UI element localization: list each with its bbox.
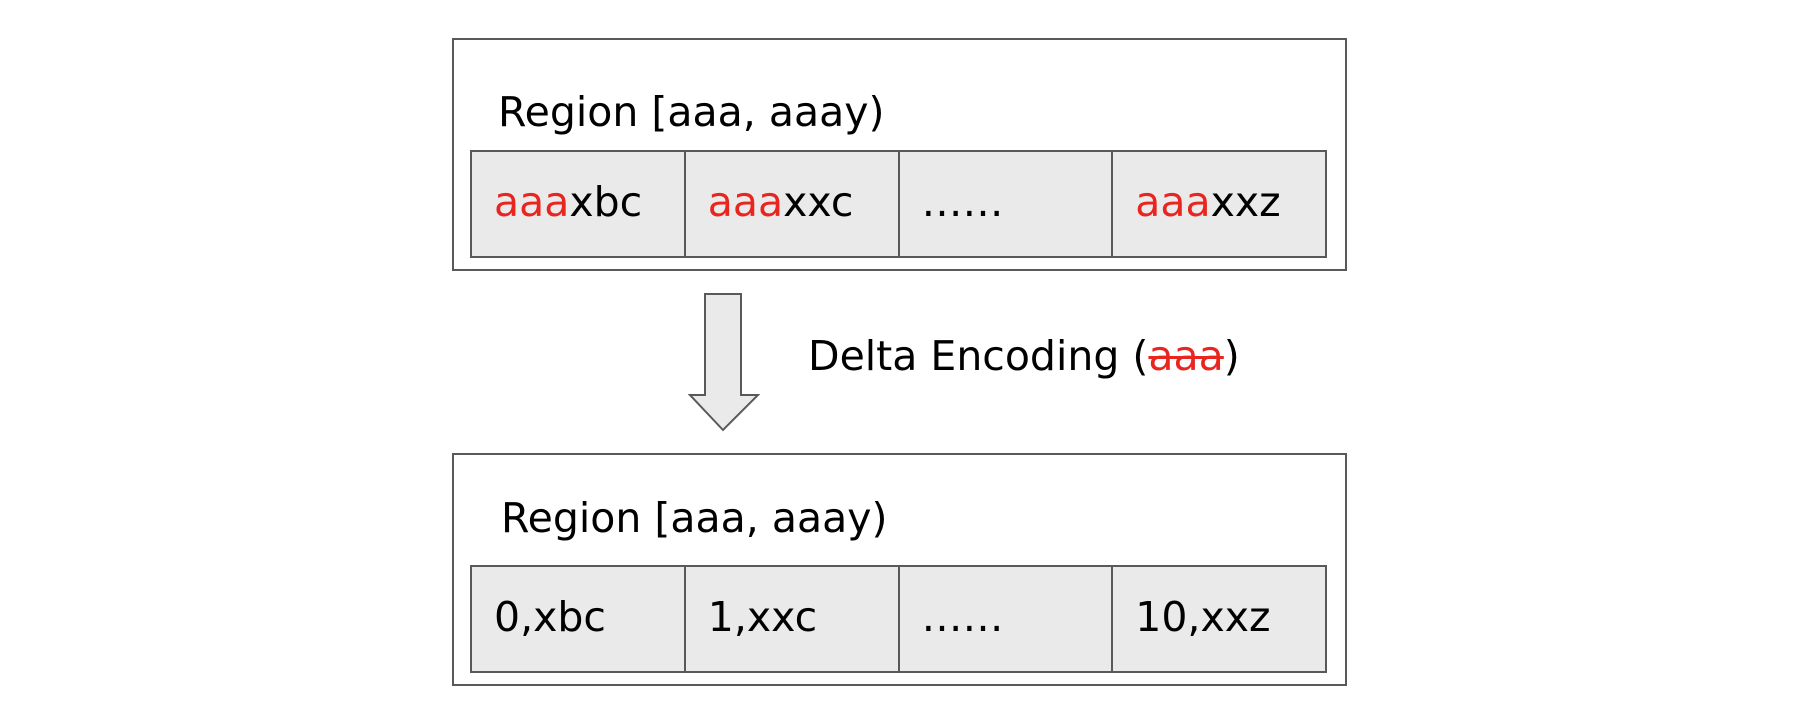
top-cell-2-prefix: aaa — [707, 178, 784, 226]
bottom-cell-3: …… — [900, 567, 1114, 671]
bottom-cell-2: 1,xxc — [686, 567, 900, 671]
top-cell-3-suffix: …… — [921, 178, 1004, 226]
bottom-cell-4: 10,xxz — [1113, 567, 1325, 671]
delta-label-after: ) — [1223, 332, 1240, 380]
top-cell-1: aaaxbc — [472, 152, 686, 256]
bottom-cell-3-text: …… — [921, 593, 1004, 641]
delta-encoding-label: Delta Encoding (aaa) — [808, 336, 1240, 377]
bottom-region-box: Region [aaa, aaay) 0,xbc 1,xxc …… 10,xxz — [452, 453, 1347, 686]
top-cell-2-suffix: xxc — [783, 178, 854, 226]
bottom-cell-2-text: 1,xxc — [707, 593, 818, 641]
bottom-key-cells: 0,xbc 1,xxc …… 10,xxz — [470, 565, 1327, 673]
bottom-cell-4-text: 10,xxz — [1135, 593, 1271, 641]
top-region-box: Region [aaa, aaay) aaaxbc aaaxxc …… aaax… — [452, 38, 1347, 271]
top-cell-1-prefix: aaa — [494, 178, 570, 226]
bottom-cell-1: 0,xbc — [472, 567, 686, 671]
delta-label-before: Delta Encoding ( — [808, 332, 1149, 380]
top-cell-2: aaaxxc — [686, 152, 900, 256]
bottom-region-title: Region [aaa, aaay) — [501, 494, 888, 542]
top-region-title: Region [aaa, aaay) — [498, 88, 885, 136]
delta-label-struck-prefix: aaa — [1148, 332, 1224, 380]
top-cell-1-suffix: xbc — [569, 178, 643, 226]
bottom-cell-1-text: 0,xbc — [494, 593, 606, 641]
top-cell-3: …… — [900, 152, 1114, 256]
top-cell-4-suffix: xxz — [1210, 178, 1281, 226]
top-key-cells: aaaxbc aaaxxc …… aaaxxz — [470, 150, 1327, 258]
top-cell-4-prefix: aaa — [1135, 178, 1211, 226]
down-arrow-icon — [688, 293, 760, 432]
top-cell-4: aaaxxz — [1113, 152, 1325, 256]
